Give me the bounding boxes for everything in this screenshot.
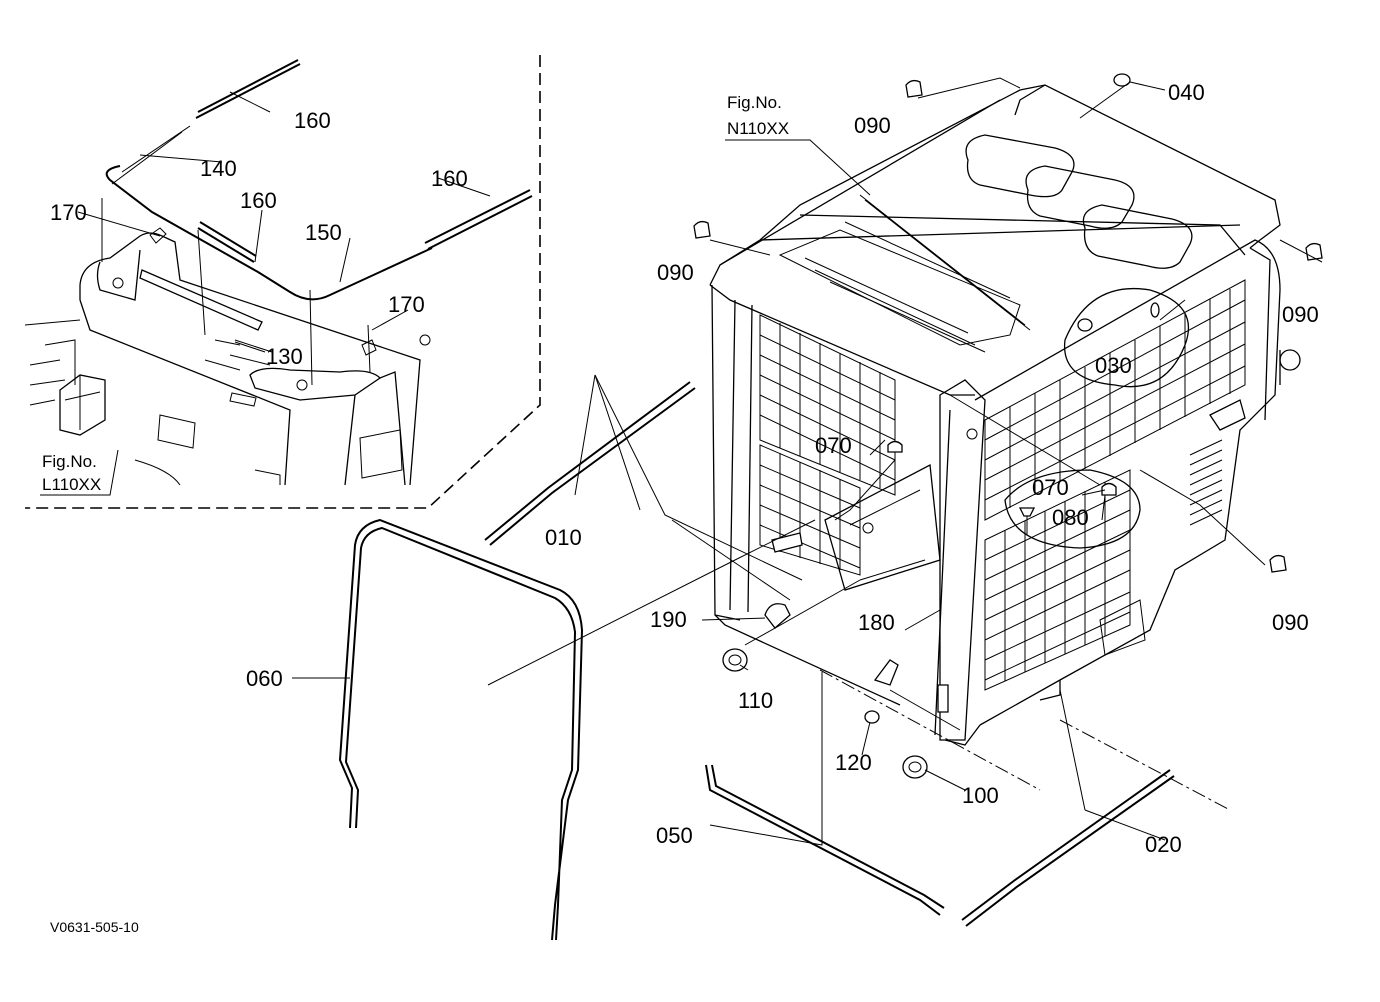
callout-050: 050	[656, 823, 693, 848]
callout-030: 030	[1095, 353, 1132, 378]
part-060-seal	[338, 518, 584, 941]
callout-090: 090	[657, 260, 694, 285]
fig-ref-title: Fig.No.	[727, 93, 782, 112]
callout-160: 160	[240, 188, 277, 213]
left-grid	[759, 314, 896, 576]
callout-110: 110	[738, 688, 773, 713]
leader-lines	[40, 77, 1323, 846]
part-010-strip	[484, 381, 696, 546]
inset-detail	[24, 55, 541, 509]
callout-100: 100	[962, 783, 999, 808]
callout-010: 010	[545, 525, 582, 550]
callout-090: 090	[854, 113, 891, 138]
callout-090: 090	[1282, 302, 1319, 327]
cab-assembly	[693, 73, 1323, 811]
callout-140: 140	[200, 156, 237, 181]
callout-090: 090	[1272, 610, 1309, 635]
fig-ref-title: Fig.No.	[42, 452, 97, 471]
callout-150: 150	[305, 220, 342, 245]
callout-020: 020	[1145, 832, 1182, 857]
callout-160: 160	[431, 166, 468, 191]
fig-ref-number: L110XX	[42, 475, 101, 494]
callout-070: 070	[1032, 475, 1069, 500]
fig-ref-n110xx[interactable]: Fig.No. N110XX	[725, 93, 800, 141]
part-050-strip	[705, 764, 945, 916]
fig-ref-number: N110XX	[727, 119, 789, 138]
callout-180: 180	[858, 610, 895, 635]
callout-170: 170	[50, 200, 87, 225]
inset-border	[25, 55, 541, 509]
callout-160: 160	[294, 108, 331, 133]
figure-code: V0631-505-10	[50, 919, 139, 935]
callout-080: 080	[1052, 505, 1089, 530]
callout-060: 060	[246, 666, 283, 691]
callout-170: 170	[388, 292, 425, 317]
right-grid	[984, 279, 1246, 691]
callout-120: 120	[835, 750, 872, 775]
callout-040: 040	[1168, 80, 1205, 105]
part-020-strip	[961, 769, 1175, 927]
callout-070: 070	[815, 433, 852, 458]
callout-190: 190	[650, 607, 687, 632]
callout-130: 130	[266, 344, 303, 369]
callout-labels: 160 140 160 160 170 150 170 130 040 090 …	[50, 80, 1319, 857]
fig-ref-l110xx[interactable]: Fig.No. L110XX	[42, 452, 101, 494]
